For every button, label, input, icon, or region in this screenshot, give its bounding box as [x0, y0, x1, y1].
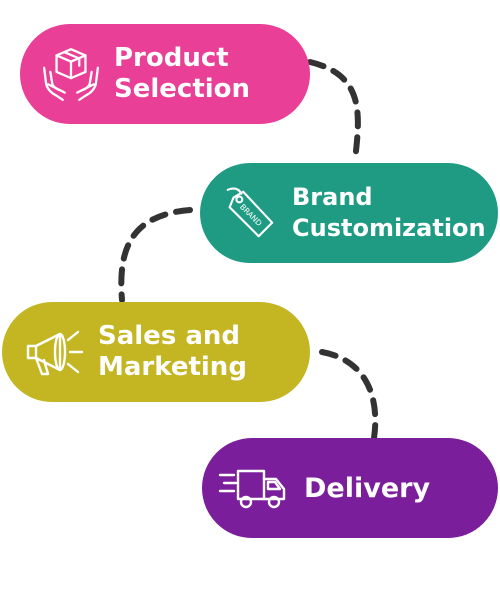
step-label: Product Selection: [114, 43, 251, 104]
step-delivery: Delivery: [202, 438, 498, 538]
step-label: Sales and Marketing: [98, 321, 247, 382]
delivery-truck-icon: [218, 469, 286, 509]
step-brand-customization: BRAND Brand Customization: [200, 163, 498, 263]
connector-3-4: [319, 349, 379, 441]
step-label: Brand Customization: [292, 183, 486, 242]
hands-box-icon: [42, 48, 100, 101]
brand-tag-text: BRAND: [238, 202, 264, 228]
step-label: Delivery: [304, 472, 431, 504]
step-sales-and-marketing: Sales and Marketing: [2, 302, 310, 402]
brand-tag-icon: BRAND: [226, 187, 274, 238]
connector-1-2: [307, 59, 361, 163]
megaphone-icon: [26, 330, 84, 376]
connector-2-3: [118, 207, 193, 303]
step-product-selection: Product Selection: [20, 24, 310, 124]
